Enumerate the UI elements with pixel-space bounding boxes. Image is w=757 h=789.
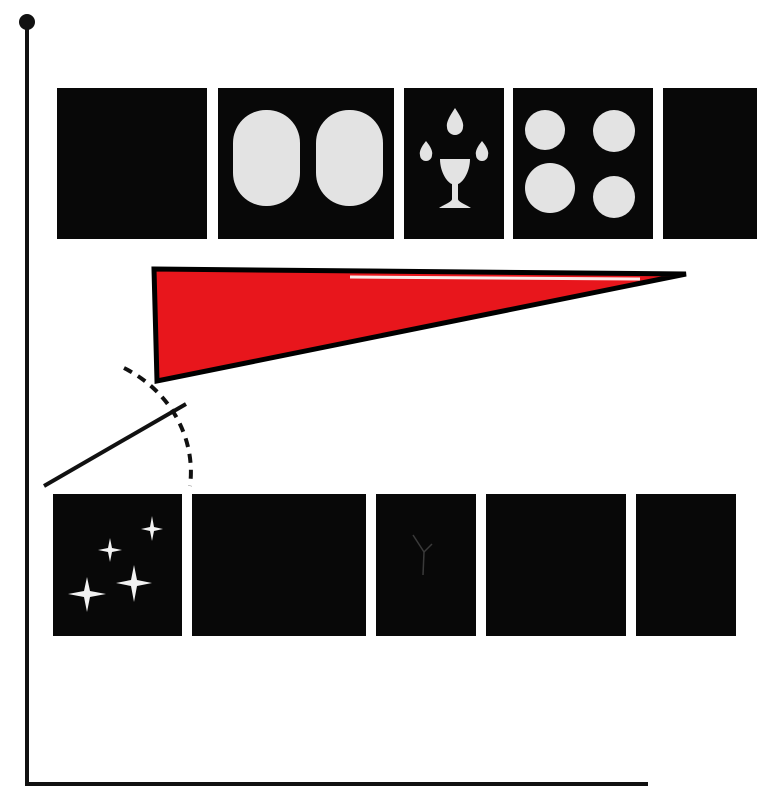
top-panel-two-ovals: [218, 88, 394, 239]
top-panel-four-circles: [513, 88, 653, 239]
bottom-panel-empty-1: [192, 494, 366, 636]
oval-icon: [316, 110, 383, 206]
top-panel-empty-1: [57, 88, 207, 239]
circle-icon: [593, 176, 635, 218]
bottom-panel-empty-3: [636, 494, 736, 636]
circle-icon: [525, 163, 575, 213]
circle-icon: [593, 110, 635, 152]
top-panel-goblet: [404, 88, 504, 239]
red-wedge-icon: [154, 269, 686, 381]
circle-icon: [525, 110, 565, 150]
bottom-panel-empty-2: [486, 494, 626, 636]
top-panel-row: [57, 88, 757, 239]
bottom-panel-sparkles: [53, 494, 182, 636]
line-with-dashed-arc-icon: [44, 368, 191, 486]
bottom-panel-row: [53, 494, 736, 636]
bottom-panel-faint-mark: [376, 494, 476, 636]
top-panel-empty-2: [663, 88, 757, 239]
oval-icon: [233, 110, 300, 206]
